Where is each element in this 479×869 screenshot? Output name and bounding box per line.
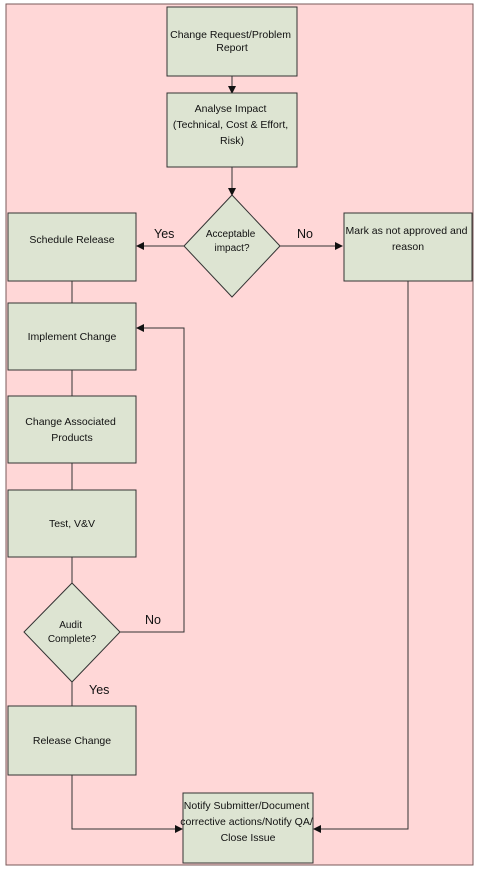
edge-label-no-audit: No [145,613,161,627]
svg-text:Change Associated Produc: Change Associated Products [25,416,118,444]
node-test-vv-line: Test, V&V [49,518,95,530]
node-change-associated-line: Products [51,432,92,444]
node-analyse-impact: Analyse Impact (Technical, Cost & Effort… [166,92,298,168]
node-schedule-release-line: Schedule Release [29,234,114,246]
edge-audit-no-loop [120,324,185,633]
node-schedule-release: Schedule Release [7,212,137,282]
svg-text:Implement Change: Implement Change [28,331,117,343]
node-test-vv: Test, V&V [7,489,137,558]
edge-label-no-mark: No [297,227,313,241]
edge-mark-to-notify [313,281,409,833]
node-change-associated-products: Change Associated Products [7,395,137,464]
node-mark-not-approved-line: Mark as not approved and [346,225,468,237]
svg-text:Change Request/Problem R: Change Request/Problem Report [170,29,294,54]
edge-label-yes-schedule: Yes [154,227,174,241]
node-change-request-line: Report [216,42,248,54]
node-implement-change-line: Implement Change [28,331,117,343]
node-notify-close-line: Close Issue [221,832,276,844]
node-analyse-impact-line: (Technical, Cost & Effort, [173,119,288,131]
node-release-change-line: Release Change [33,735,111,747]
svg-text:Mark as not approved and: Mark as not approved and reason [346,225,471,253]
node-implement-change: Implement Change [7,302,137,371]
svg-text:Release Change: Release Change [33,735,111,747]
node-release-change: Release Change [7,705,137,776]
svg-text:Schedule Release: Schedule Release [29,234,114,246]
svg-text:Audit Complete?: Audit Complete? [48,620,97,645]
node-analyse-impact-line: Analyse Impact [195,103,267,115]
node-notify-close-issue: Notify Submitter/Document corrective act… [180,792,315,864]
node-notify-close-line: Notify Submitter/Document [184,800,310,812]
node-mark-not-approved-line: reason [392,241,424,253]
edge-label-yes-release: Yes [89,683,109,697]
node-change-associated-line: Change Associated [25,416,116,428]
edge-release-to-notify [71,775,183,833]
decision-acceptable-impact: Acceptable impact? [183,194,281,298]
connectors [71,76,409,833]
decision-acceptable-impact-line: impact? [214,243,249,254]
decision-audit-complete: Audit Complete? [23,582,121,683]
node-change-request-line: Change Request/Problem [170,29,291,41]
decision-acceptable-impact-line: Acceptable [206,229,256,240]
node-change-request: Change Request/Problem Report [166,6,298,77]
node-notify-close-line: corrective actions/Notify QA/ [180,816,313,828]
node-mark-not-approved: Mark as not approved and reason [343,212,473,282]
svg-text:Acceptable impact?: Acceptable impact? [206,229,258,254]
decision-audit-complete-line: Complete? [48,634,97,645]
svg-text:Notify Submitter/Document: Notify Submitter/Document corrective act… [180,800,315,844]
node-analyse-impact-line: Risk) [220,135,244,147]
svg-text:Analyse Impact (Technica: Analyse Impact (Technical, Cost & Effort… [173,103,291,147]
decision-audit-complete-line: Audit [59,620,82,631]
svg-text:Test, V&V: Test, V&V [49,518,95,530]
